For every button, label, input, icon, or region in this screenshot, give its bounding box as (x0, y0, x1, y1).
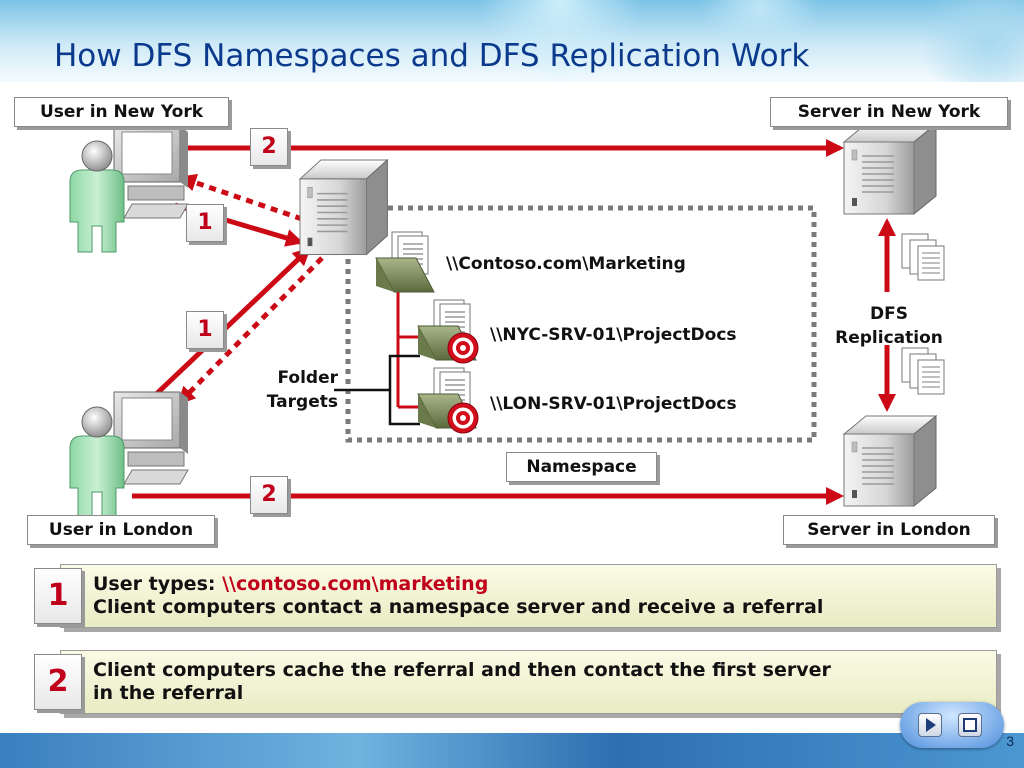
page-number: 3 (1006, 733, 1014, 749)
slide-footer (0, 733, 1024, 768)
step-2-text: Client computers cache the referral and … (93, 659, 831, 705)
step-2-badge: 2 (34, 654, 82, 710)
dfs-replication-label: DFS Replication (822, 302, 956, 350)
user-london-icon (69, 391, 189, 519)
user-new-york-icon (69, 125, 189, 253)
step-1-text: User types: \\contoso.com\marketing Clie… (93, 573, 823, 619)
namespace-root-path: \\Contoso.com\Marketing (446, 254, 686, 274)
step-2-line1: Client computers cache the referral and … (93, 659, 831, 681)
folder-targets-line1: Folder (277, 368, 338, 388)
step-1-prefix: User types: (93, 573, 223, 595)
label-server-new-york: Server in New York (770, 97, 1008, 127)
step-badge-1: 1 (186, 204, 224, 242)
step-1-summary: 1 User types: \\contoso.com\marketing Cl… (34, 564, 997, 628)
server-new-york-icon (843, 123, 937, 215)
target-icon (447, 402, 479, 434)
namespace-root-folder-icon (375, 231, 435, 293)
step-1-unc-path: \\contoso.com\marketing (222, 573, 489, 595)
stop-button[interactable] (958, 713, 982, 737)
target-icon (447, 332, 479, 364)
dfs-replication-line2: Replication (835, 328, 943, 348)
slide-title: How DFS Namespaces and DFS Replication W… (54, 38, 810, 74)
nyc-target-path: \\NYC-SRV-01\ProjectDocs (490, 325, 737, 345)
label-user-new-york: User in New York (14, 97, 229, 127)
step-1-description: Client computers contact a namespace ser… (93, 596, 824, 618)
slide-navigation (900, 702, 1004, 748)
step-badge-2: 2 (250, 476, 288, 514)
step-1-badge: 1 (34, 568, 82, 624)
step-2-summary: 2 Client computers cache the referral an… (34, 650, 997, 714)
label-namespace: Namespace (506, 452, 657, 482)
label-server-london: Server in London (783, 515, 995, 545)
diagram-canvas (69, 123, 945, 519)
stop-icon (963, 718, 977, 732)
document-stack-icon (901, 233, 945, 281)
folder-targets-line2: Targets (266, 392, 338, 412)
document-stack-icon (901, 347, 945, 395)
arrow-ny-referral (178, 174, 303, 222)
step-2-line2: in the referral (93, 682, 244, 704)
folder-targets-bracket (334, 354, 420, 426)
folder-targets-label: Folder Targets (238, 366, 338, 414)
namespace-server-icon (299, 159, 389, 256)
play-button[interactable] (918, 713, 942, 737)
namespace-boundary (345, 205, 817, 443)
label-user-london: User in London (27, 515, 215, 545)
step-badge-1: 1 (186, 311, 224, 349)
play-icon (926, 718, 936, 732)
step-badge-2: 2 (250, 128, 288, 166)
arrow-london-request (148, 247, 311, 402)
server-london-icon (843, 415, 937, 507)
lon-target-path: \\LON-SRV-01\ProjectDocs (490, 394, 737, 414)
slide-header (0, 0, 1024, 82)
dfs-replication-line1: DFS (870, 304, 908, 324)
